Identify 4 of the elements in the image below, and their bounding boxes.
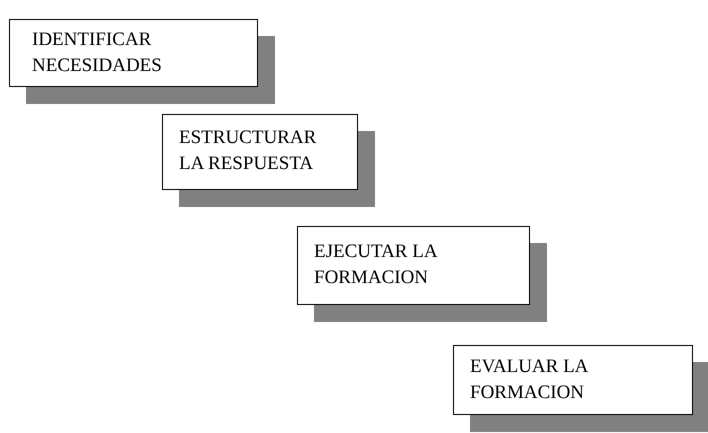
box-label: IDENTIFICAR NECESIDADES [32, 28, 163, 78]
box-label: EVALUAR LA FORMACION [470, 355, 589, 405]
box-label: EJECUTAR LA FORMACION [314, 240, 438, 290]
box-label: ESTRUCTURAR LA RESPUESTA [179, 126, 318, 176]
